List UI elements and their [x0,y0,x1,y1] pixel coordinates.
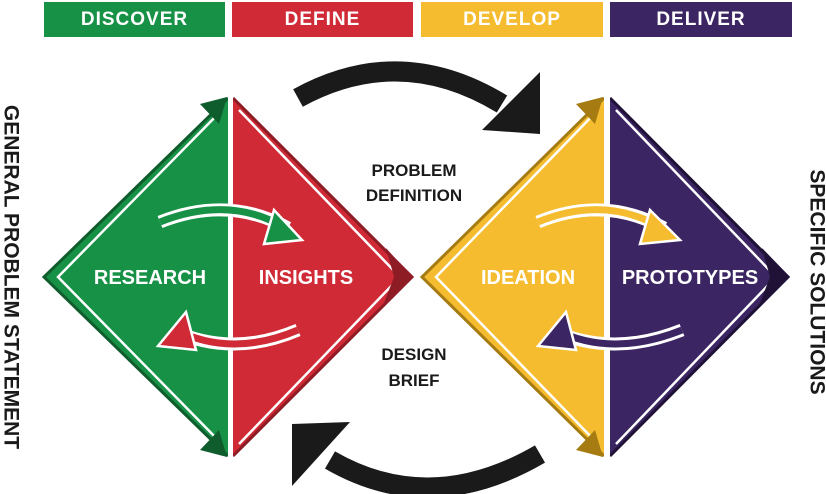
arrowhead-down-develop-icon [576,430,603,457]
loop-back-deliver-icon [535,309,685,352]
phase-discover: DISCOVER [44,2,225,37]
right-side-label: SPECIFIC SOLUTIONS [805,169,826,394]
loop-forward-discover-icon [157,203,305,246]
design-brief-line2: BRIEF [389,371,440,390]
arrowhead-deliver-icon [760,248,790,303]
stage-research: RESEARCH [94,267,206,289]
deliver-half [608,96,791,458]
problem-definition-line1: PROBLEM [372,161,457,180]
stage-insights: INSIGHTS [259,267,353,289]
loop-back-define-icon [155,309,301,352]
phase-develop: DEVELOP [421,2,603,37]
left-side-label: GENERAL PROBLEM STATEMENT [0,105,22,449]
problem-definition-line2: DEFINITION [366,186,462,205]
define-half [231,96,415,458]
discover-half [41,96,230,458]
loop-forward-develop-icon [535,203,683,246]
arrowhead-define-icon [384,248,412,303]
phase-define: DEFINE [232,2,413,37]
bottom-curved-arrow-icon [292,422,546,494]
stage-ideation: IDEATION [481,267,575,289]
develop-half [419,96,606,458]
arrowhead-up-develop-icon [576,97,603,124]
design-brief-line1: DESIGN [381,345,446,364]
arrowhead-up-discover-icon [200,97,227,124]
phase-deliver: DELIVER [610,2,792,37]
arrowhead-down-discover-icon [200,430,227,457]
stage-prototypes: PROTOTYPES [622,267,758,289]
top-curved-arrow-icon [293,61,540,134]
